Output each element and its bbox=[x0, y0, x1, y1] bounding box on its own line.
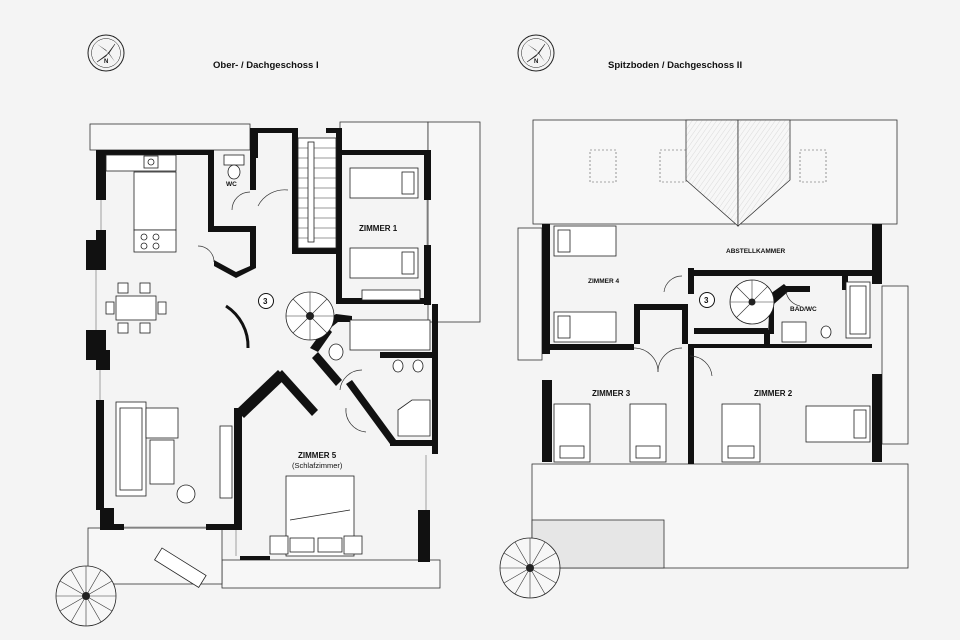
wc-fixtures bbox=[223, 154, 245, 180]
room-label-zimmer2: ZIMMER 2 bbox=[754, 389, 793, 398]
room-label-badwc: BAD/WC bbox=[790, 306, 817, 313]
zimmer5-bed bbox=[269, 475, 363, 557]
svg-text:3: 3 bbox=[263, 297, 268, 306]
zimmer1-beds bbox=[349, 167, 421, 301]
compass-icon: N bbox=[517, 34, 555, 72]
staircase bbox=[297, 137, 337, 249]
dining-table bbox=[105, 282, 167, 334]
stair-marker: 3 bbox=[699, 292, 715, 308]
spiral-stair-exterior bbox=[55, 565, 117, 627]
room-label-zimmer3: ZIMMER 3 bbox=[592, 389, 631, 398]
windows-left bbox=[95, 200, 428, 556]
compass-icon: N bbox=[87, 34, 125, 72]
zimmer2-beds bbox=[721, 403, 871, 463]
room-sublabel-zimmer5: (Schlafzimmer) bbox=[292, 461, 343, 470]
room-label-zimmer5: ZIMMER 5 bbox=[298, 451, 337, 460]
svg-text:3: 3 bbox=[704, 296, 709, 305]
compass-north-label: N bbox=[104, 59, 108, 65]
zimmer4-beds bbox=[553, 225, 617, 343]
walls-right bbox=[542, 224, 882, 464]
floor-title-dg2: Spitzboden / Dachgeschoss II bbox=[608, 60, 742, 71]
room-label-zimmer4: ZIMMER 4 bbox=[588, 278, 619, 285]
spiral-stair-right bbox=[729, 279, 775, 325]
zimmer3-beds bbox=[553, 403, 667, 463]
bathroom-fixtures-right bbox=[781, 281, 871, 343]
room-label-zimmer1: ZIMMER 1 bbox=[359, 224, 398, 233]
spiral-stair-interior bbox=[285, 291, 335, 341]
doors-right bbox=[633, 275, 801, 377]
spiral-stair-exterior-right bbox=[499, 537, 561, 599]
room-label-wc: WC bbox=[226, 181, 237, 188]
living-room bbox=[115, 401, 233, 504]
stair-marker: 3 bbox=[258, 293, 274, 309]
kitchen bbox=[105, 154, 177, 253]
compass-north-label: N bbox=[534, 59, 538, 65]
sun-lounger bbox=[154, 547, 207, 588]
walls-left bbox=[86, 128, 438, 562]
doors-left bbox=[197, 189, 367, 433]
room-label-abstellkammer: ABSTELLKAMMER bbox=[726, 248, 786, 255]
floor-title-og: Ober- / Dachgeschoss I bbox=[213, 60, 319, 71]
roof-areas-right bbox=[517, 119, 909, 569]
bathroom-fixtures-left bbox=[328, 319, 431, 437]
